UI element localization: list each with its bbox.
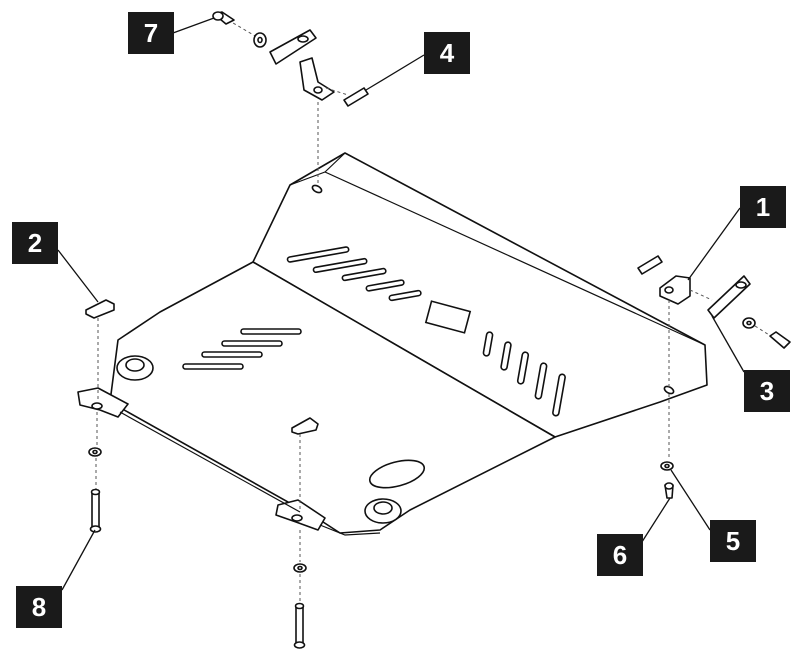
long-bolt-left	[91, 491, 100, 529]
vent-slots-front	[182, 328, 302, 370]
right-bracket-assembly	[637, 255, 791, 388]
angle-bracket-top	[299, 57, 335, 101]
clip-left	[85, 299, 115, 319]
bolt-right	[769, 331, 791, 349]
left-lower-fasteners	[88, 412, 102, 533]
callout-4: 4	[424, 32, 470, 74]
top-bracket-assembly	[212, 11, 369, 185]
left-clip-assembly	[85, 299, 115, 400]
callout-7: 7	[128, 12, 174, 54]
skid-plate-main-panel	[109, 261, 556, 534]
callout-5: 5	[710, 520, 756, 562]
callout-3: 3	[744, 370, 790, 412]
callout-label-5: 5	[725, 525, 741, 556]
right-lower-fasteners	[660, 394, 674, 499]
callout-label-8: 8	[31, 591, 47, 622]
callout-1: 1	[740, 186, 786, 228]
clip-plate-top	[343, 87, 369, 107]
skid-plate	[77, 152, 708, 536]
callout-label-4: 4	[439, 37, 455, 68]
center-fasteners	[291, 417, 319, 649]
callout-label-2: 2	[27, 227, 43, 258]
oval-access-hole	[368, 459, 426, 489]
callout-6: 6	[597, 534, 643, 576]
callout-2: 2	[12, 222, 58, 264]
callout-label-6: 6	[612, 539, 628, 570]
clip-plate-right	[637, 255, 663, 275]
callout-label-3: 3	[759, 375, 775, 406]
vent-slots-rear	[286, 246, 422, 302]
clip-center	[291, 417, 319, 435]
callout-label-1: 1	[755, 191, 771, 222]
square-access-hole	[424, 300, 472, 334]
callout-8: 8	[16, 586, 62, 628]
angle-bracket-right	[659, 275, 691, 305]
callout-label-7: 7	[143, 17, 159, 48]
vent-slots-vertical	[482, 331, 566, 417]
long-bolt-center	[295, 605, 304, 645]
leader-lines	[57, 17, 745, 591]
skid-plate-left-flange	[77, 387, 129, 418]
